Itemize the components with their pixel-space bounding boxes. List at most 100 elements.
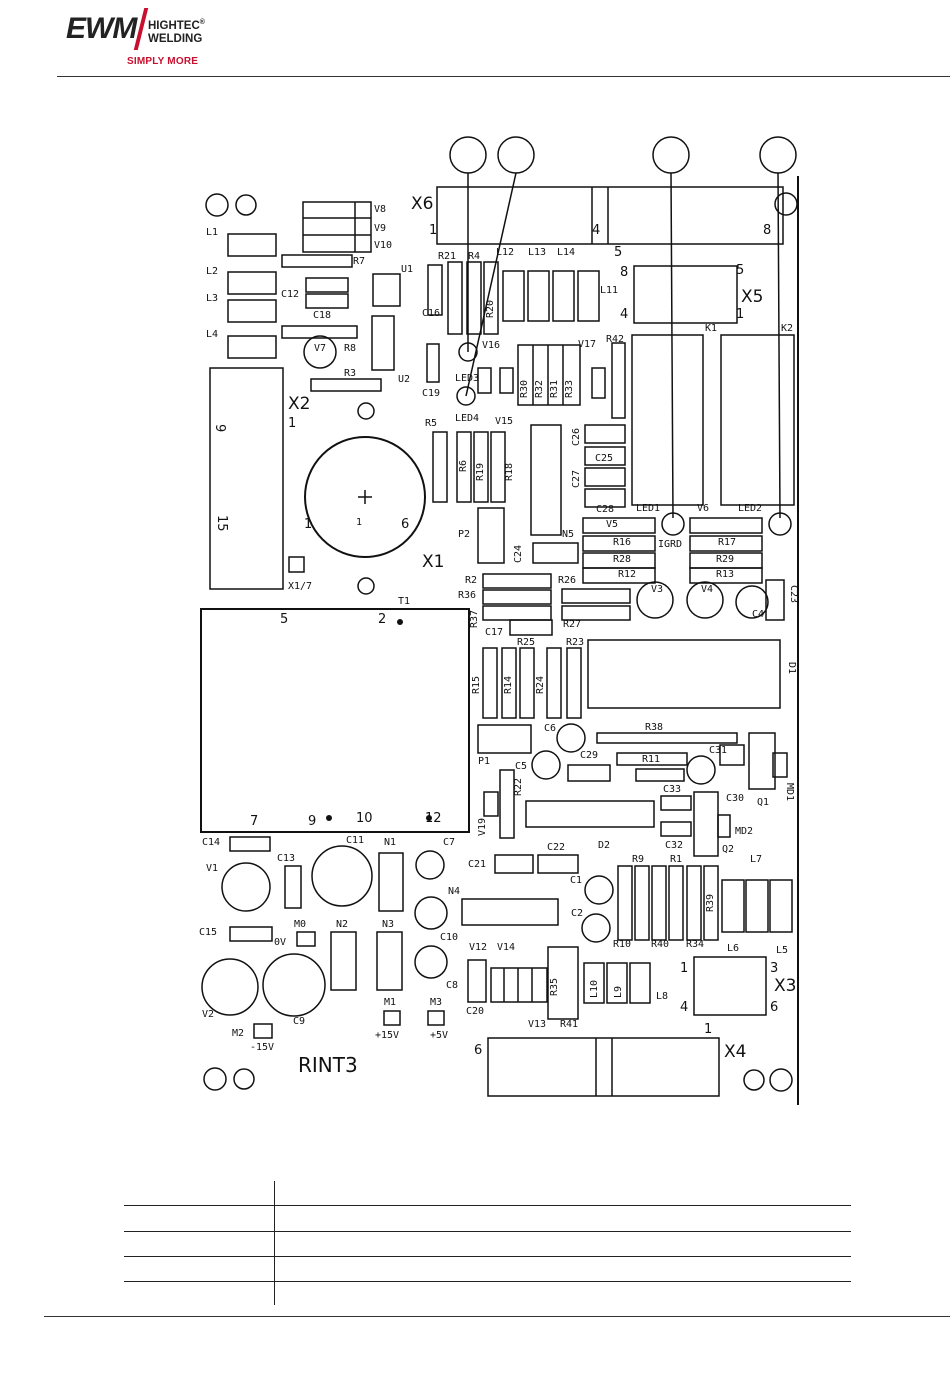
label-u1: U1 (401, 264, 414, 275)
callout-line-2 (465, 172, 517, 397)
label-r3: R3 (344, 368, 357, 379)
relay-k1 (631, 334, 704, 506)
label-c14: C14 (202, 837, 221, 848)
label-led2: LED2 (738, 503, 763, 514)
label-r34: R34 (686, 939, 705, 950)
ewm-logo: EWM HIGHTEC® WELDING SIMPLY MORE (66, 8, 226, 70)
label-v1: V1 (206, 863, 219, 874)
label-r36: R36 (458, 590, 477, 601)
label-c6: C6 (544, 723, 557, 734)
label-d1: D1 (786, 662, 797, 675)
cap-c11 (311, 845, 373, 907)
label-x5: X5 (741, 287, 764, 307)
label-c28: C28 (596, 504, 615, 515)
x4-pin-1: 1 (704, 1022, 713, 1037)
label-c4: C4 (752, 609, 765, 620)
callout-circle-3 (652, 136, 690, 174)
label-l8: L8 (656, 991, 669, 1002)
label-c17: C17 (485, 627, 504, 638)
label-v16: V16 (482, 340, 501, 351)
label-c18: C18 (313, 310, 332, 321)
x2-pin-15: 15 (214, 515, 229, 532)
label-r1: R1 (670, 854, 683, 865)
t1-pin-2: 2 (378, 612, 387, 627)
label-x4: X4 (724, 1042, 747, 1062)
label-c33: C33 (663, 784, 682, 795)
label-v5: V5 (606, 519, 619, 530)
diodes-v8-v10 (302, 201, 372, 253)
label-r41: R41 (560, 1019, 579, 1030)
label-v4: V4 (701, 584, 714, 595)
label-l7: L7 (750, 854, 763, 865)
label-r23: R23 (566, 637, 585, 648)
label-v14: V14 (497, 942, 516, 953)
label-v7: V7 (314, 343, 327, 354)
label-n5: N5 (562, 529, 575, 540)
callout-circle-2 (497, 136, 535, 174)
logo-hightec-welding: HIGHTEC® WELDING (148, 16, 205, 46)
label-r22: R22 (513, 777, 524, 796)
pot-p1 (477, 724, 532, 754)
callout-line-3 (670, 172, 674, 519)
diode-d1 (587, 639, 781, 709)
x3-pin-4: 4 (680, 1000, 689, 1015)
label-led1: LED1 (636, 503, 661, 514)
label-r42: R42 (606, 334, 625, 345)
connector-x6 (436, 186, 784, 245)
label-igrd: IGRD (658, 539, 683, 550)
cap-c9 (262, 953, 326, 1017)
t1-pin-12: 12 (425, 811, 442, 826)
label-r10: R10 (613, 939, 632, 950)
label-r7: R7 (353, 256, 366, 267)
header-rule (57, 76, 950, 77)
x2-pin-1: 1 (288, 416, 297, 431)
connector-x4 (487, 1037, 720, 1097)
label-r4: R4 (468, 251, 481, 262)
x6-pin-5: 5 (614, 245, 623, 260)
label-l14: L14 (557, 247, 576, 258)
label-l4: L4 (206, 329, 219, 340)
label-n4: N4 (448, 886, 461, 897)
label-r18: R18 (504, 462, 515, 481)
t1-pin-7: 7 (250, 814, 259, 829)
label-c5: C5 (515, 761, 528, 772)
label-r37: R37 (469, 609, 480, 628)
label-l6: L6 (727, 943, 740, 954)
label-c32: C32 (665, 840, 684, 851)
label-c11: C11 (346, 835, 365, 846)
label-c30: C30 (726, 793, 745, 804)
label-c29: C29 (580, 750, 599, 761)
label-c2: C2 (571, 908, 584, 919)
resistor-r7 (281, 254, 353, 268)
tp-plus15v: +15V (375, 1030, 400, 1041)
label-c19: C19 (422, 388, 441, 399)
t1-pin-10: 10 (356, 811, 373, 826)
label-v17: V17 (578, 339, 597, 350)
label-k2: K2 (781, 323, 794, 334)
x6-pin-4: 4 (592, 223, 601, 238)
label-v6: V6 (697, 503, 710, 514)
x1-pin-1a: 1 (304, 517, 313, 532)
label-l11: L11 (600, 285, 619, 296)
label-v2: V2 (202, 1009, 215, 1020)
x3-pin-6: 6 (770, 1000, 779, 1015)
label-x1-7: X1/7 (288, 581, 313, 592)
label-c9: C9 (293, 1016, 306, 1027)
label-md1: MD1 (784, 783, 795, 802)
label-c12: C12 (281, 289, 300, 300)
label-c21: C21 (468, 859, 487, 870)
cap-v1 (221, 862, 271, 912)
label-c8: C8 (446, 980, 459, 991)
x5-pin-4: 4 (620, 307, 629, 322)
label-x2: X2 (288, 394, 311, 414)
label-c10: C10 (440, 932, 459, 943)
cap-c16 (427, 264, 443, 316)
transistor-q2 (693, 791, 719, 857)
callout-markers (449, 136, 797, 519)
label-m2: M2 (232, 1028, 245, 1039)
cap-c18 (305, 293, 349, 309)
ic-n5 (530, 424, 562, 536)
label-c27: C27 (571, 469, 582, 488)
label-c16: C16 (422, 308, 441, 319)
inductor-l2 (227, 271, 277, 295)
